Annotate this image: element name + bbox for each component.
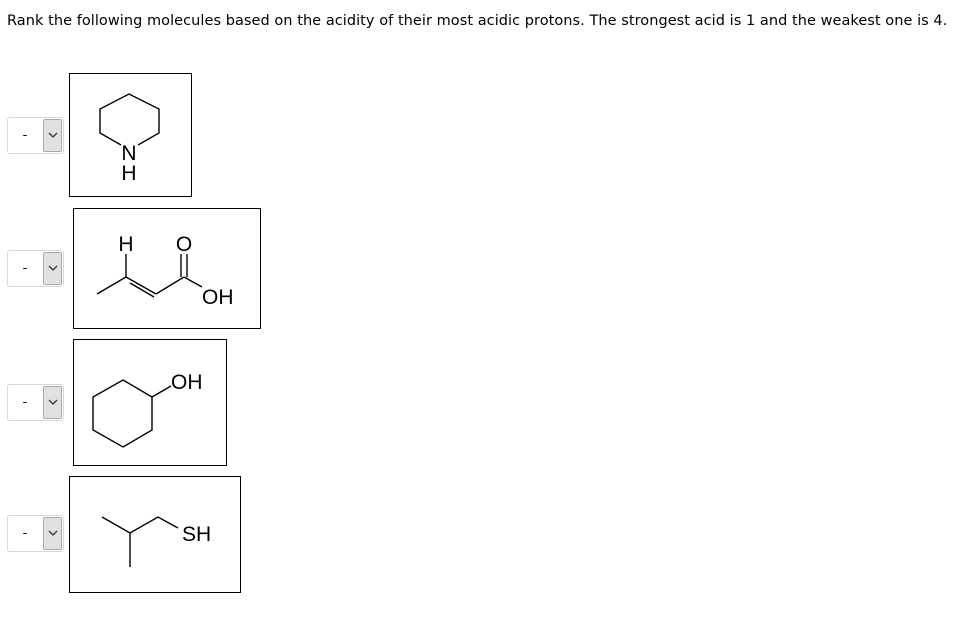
crotonic-acid-structure-icon: H O OH: [96, 233, 234, 309]
rank-select-value: -: [22, 526, 28, 541]
atom-label-n: N: [121, 142, 136, 165]
question-text: Rank the following molecules based on th…: [7, 13, 948, 29]
rank-select-4[interactable]: -: [7, 515, 64, 552]
rank-select-value: -: [22, 128, 28, 143]
atom-label-h: H: [118, 233, 133, 256]
chevron-down-icon[interactable]: [43, 252, 62, 285]
rank-select-2[interactable]: -: [7, 250, 64, 287]
chevron-down-icon[interactable]: [43, 386, 62, 419]
chevron-down-icon[interactable]: [43, 119, 62, 152]
atom-label-h: H: [121, 162, 136, 185]
rank-select-value: -: [22, 261, 28, 276]
isobutyl-thiol-structure-icon: SH: [101, 516, 211, 567]
atom-label-oh: OH: [202, 286, 234, 309]
rank-select-3[interactable]: -: [7, 384, 64, 421]
atom-label-sh: SH: [182, 523, 211, 546]
atom-label-oh: OH: [171, 371, 203, 394]
molecule-box-3: OH: [73, 339, 227, 466]
molecule-box-4: SH: [69, 476, 241, 593]
chevron-down-icon[interactable]: [43, 517, 62, 550]
piperidine-structure-icon: N H: [99, 93, 160, 185]
molecule-box-2: H O OH: [73, 208, 261, 329]
rank-select-1[interactable]: -: [7, 117, 64, 154]
rank-select-value: -: [22, 395, 28, 410]
cyclohexanol-structure-icon: OH: [92, 371, 203, 448]
molecule-box-1: N H: [69, 73, 192, 197]
atom-label-o: O: [176, 233, 192, 256]
